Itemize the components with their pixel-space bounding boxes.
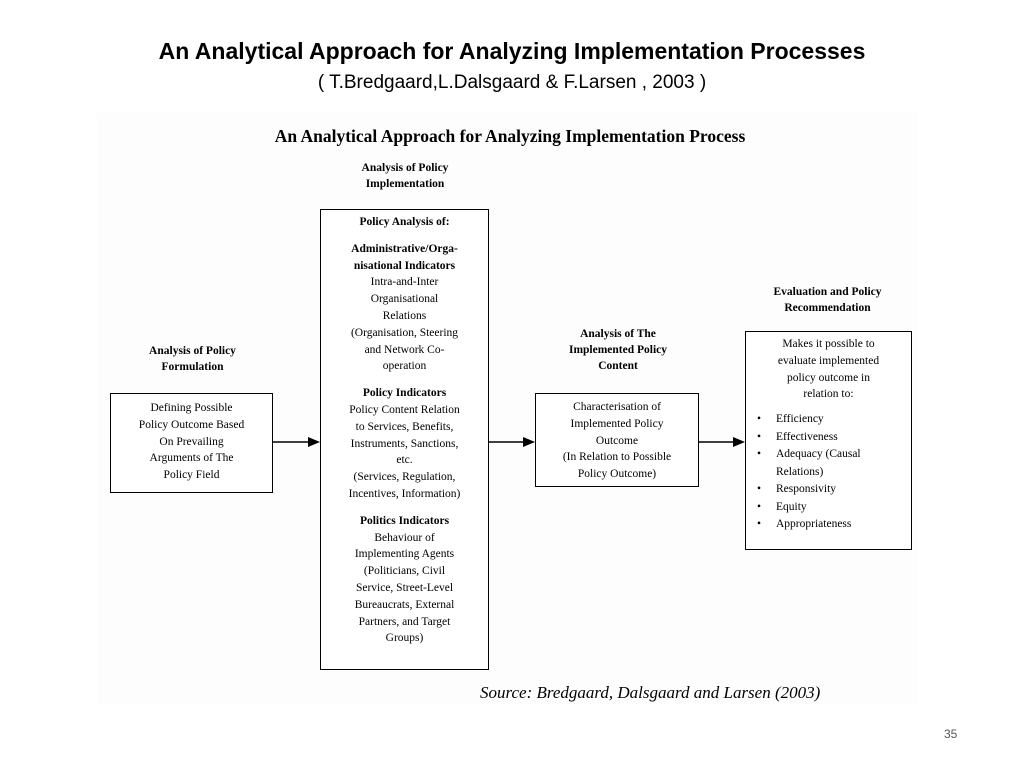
- policy-analysis-heading: Policy Analysis of:: [359, 216, 450, 228]
- implementation-header: Analysis of Policy Implementation: [361, 162, 449, 190]
- arrow-content-to-evaluation: [699, 437, 745, 447]
- slide-title: An Analytical Approach for Analyzing Imp…: [158, 38, 866, 64]
- evaluation-box: Makes it possible to evaluate implemente…: [745, 331, 912, 550]
- figure-title: An Analytical Approach for Analyzing Imp…: [274, 126, 746, 146]
- list-item: Effectiveness: [746, 429, 911, 447]
- list-item: Efficiency: [746, 411, 911, 429]
- evaluation-criteria-list: Efficiency Effectiveness Adequacy (Causa…: [746, 411, 911, 534]
- content-header: Analysis of The Implemented Policy Conte…: [568, 328, 668, 372]
- figure-source: Source: Bredgaard, Dalsgaard and Larsen …: [480, 683, 821, 702]
- list-item: Responsivity: [746, 481, 911, 499]
- politics-indicators-title: Politics Indicators: [359, 514, 450, 527]
- formulation-header: Analysis of Policy Formulation: [149, 345, 236, 373]
- arrow-implementation-to-content: [489, 437, 535, 447]
- content-box: Characterisation of Implemented Policy O…: [535, 393, 699, 487]
- formulation-box: Defining Possible Policy Outcome Based O…: [110, 393, 273, 493]
- page-number: 35: [944, 727, 958, 741]
- policy-indicators-title: Policy Indicators: [362, 387, 447, 400]
- arrow-formulation-to-implementation: [273, 437, 320, 447]
- list-item: Equity: [746, 499, 911, 517]
- slide-subtitle: ( T.Bredgaard,L.Dalsgaard & F.Larsen , 2…: [317, 72, 707, 93]
- implementation-box: Policy Analysis of: Administrative/Orga-…: [320, 209, 489, 670]
- admin-indicators-title: Administrative/Orga-: [351, 242, 458, 255]
- evaluation-header: Evaluation and Policy Recommendation: [773, 286, 882, 314]
- list-item: Appropriateness: [746, 516, 911, 534]
